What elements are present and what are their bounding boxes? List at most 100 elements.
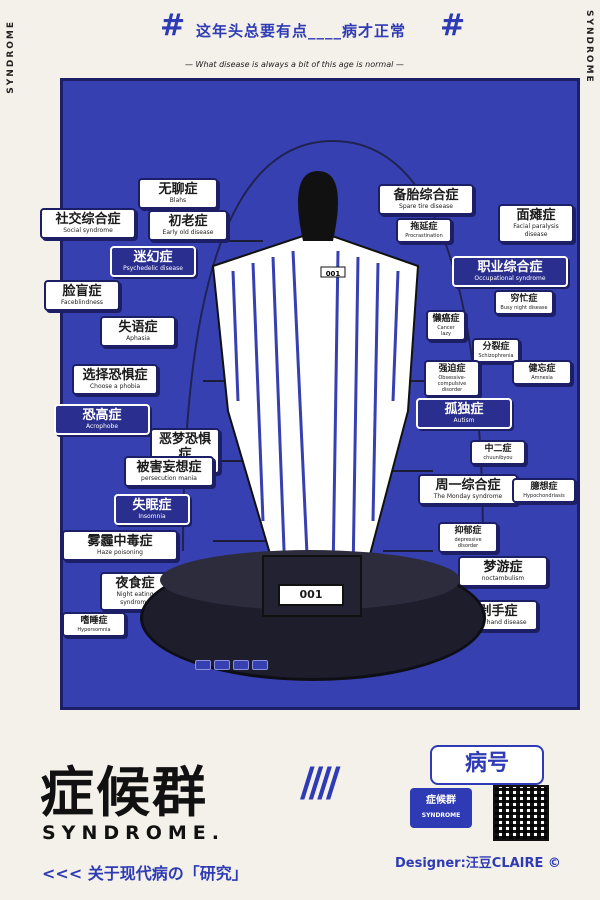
designer-credit: Designer:汪豆CLAIRE ©	[395, 856, 561, 871]
hash-left: #	[160, 8, 186, 43]
disease-label-en: Chop hand disease	[469, 619, 527, 626]
disease-label-en: depressive disorder	[454, 537, 482, 549]
disease-label-cn: 拖延症	[410, 222, 438, 232]
stamp-en: SYNDROME	[421, 812, 461, 819]
disease-label-en: Blahs	[169, 197, 187, 204]
footer-title: 症候群	[40, 760, 208, 824]
logo-stamp: 症候群 SYNDROME	[410, 788, 472, 828]
pedestal-plate: 001	[278, 584, 344, 606]
disease-label-en: Autism	[453, 417, 475, 424]
robot-light	[252, 660, 268, 670]
disease-label-cn: 备胎综合症	[393, 188, 459, 203]
disease-label-en: Night eating syndrome	[116, 591, 154, 606]
disease-label-cn: 强迫症	[438, 364, 466, 374]
disease-label-cn: 穷忙症	[510, 294, 538, 304]
disease-label-cn: 无聊症	[158, 182, 198, 197]
disease-label-en: Hypersomnia	[77, 627, 111, 633]
disease-label-cn: 懒癌症	[432, 314, 460, 324]
disease-label-en: Faceblindness	[60, 299, 104, 306]
disease-label-cn: 初老症	[168, 214, 208, 229]
qr-code[interactable]	[493, 785, 549, 841]
disease-label-en: Haze poisoning	[97, 549, 143, 556]
disease-label-cn: 恐高症	[82, 408, 122, 423]
disease-label-cn: 抑郁症	[454, 526, 482, 536]
disease-label-cn: 周一综合症	[435, 478, 501, 493]
disease-label-en: noctambulism	[481, 575, 525, 582]
disease-label-cn: 被害妄想症	[136, 460, 202, 475]
figure-badge-text: 001	[326, 270, 341, 278]
disease-label-en: Obsessive-compulsive disorder	[437, 375, 467, 393]
robot-light	[214, 660, 230, 670]
disease-label-en: Busy night disease	[500, 305, 548, 311]
disease-label-cn: 社交综合症	[55, 212, 121, 227]
disease-label-en: Hypochondriasis	[523, 493, 565, 499]
disease-label-en: Schizophrenia	[478, 353, 514, 359]
disease-label-en: Acrophobe	[85, 423, 119, 430]
header-subtitle: — What disease is always a bit of this a…	[185, 60, 404, 69]
disease-label-en: Cancer lazy	[437, 325, 455, 337]
disease-label-en: The Monday syndrome	[433, 493, 503, 500]
patient-tag: 病号	[430, 745, 544, 785]
disease-label-cn: 失眠症	[132, 498, 172, 513]
robot-light	[233, 660, 249, 670]
disease-label-en: Spare tire disease	[399, 203, 453, 210]
disease-label-en: Aphasia	[126, 335, 150, 342]
header-title: 这年头总要有点____病才正常	[196, 22, 407, 40]
disease-label-en: chuunibyou	[483, 455, 513, 461]
disease-label-cn: 失语症	[118, 320, 158, 335]
disease-label-en: Early old disease	[162, 229, 214, 236]
disease-label-en: Procrastination	[405, 233, 443, 239]
disease-label-en: Amnesia	[531, 375, 553, 381]
disease-label-cn: 剁手症	[478, 604, 518, 619]
disease-label-cn: 选择恐惧症	[82, 368, 148, 383]
disease-label-en: Facial paralysis disease	[513, 223, 559, 238]
disease-label-cn: 健忘症	[528, 364, 556, 374]
disease-label-en: Psychedelic disease	[123, 265, 183, 272]
footer-subtitle: SYNDROME.	[42, 822, 226, 844]
disease-label-cn: 夜食症	[115, 576, 155, 591]
disease-label-en: Insomnia	[138, 513, 166, 520]
disease-label-en: Choose a phobia	[89, 383, 141, 390]
stamp-cn: 症候群	[426, 795, 456, 806]
side-text-right: SYNDROME	[584, 10, 594, 84]
disease-label-cn: 臆想症	[530, 482, 558, 492]
disease-label-cn: 分裂症	[482, 342, 510, 352]
hash-right: #	[440, 8, 466, 43]
disease-label-cn: 孤独症	[444, 402, 484, 417]
disease-label-cn: 梦游症	[483, 560, 523, 575]
disease-label-en: persecution mania	[141, 475, 197, 482]
disease-label-en: Occupational syndrome	[474, 275, 546, 282]
disease-label-cn: 面瘫症	[516, 208, 556, 223]
robot-lights	[195, 655, 271, 674]
disease-label-cn: 雾霾中毒症	[87, 534, 153, 549]
disease-label-en: Social syndrome	[63, 227, 113, 234]
poster-art: 001	[182, 139, 484, 582]
disease-label-cn: 嗜睡症	[80, 616, 108, 626]
disease-label-cn: 中二症	[484, 444, 512, 454]
